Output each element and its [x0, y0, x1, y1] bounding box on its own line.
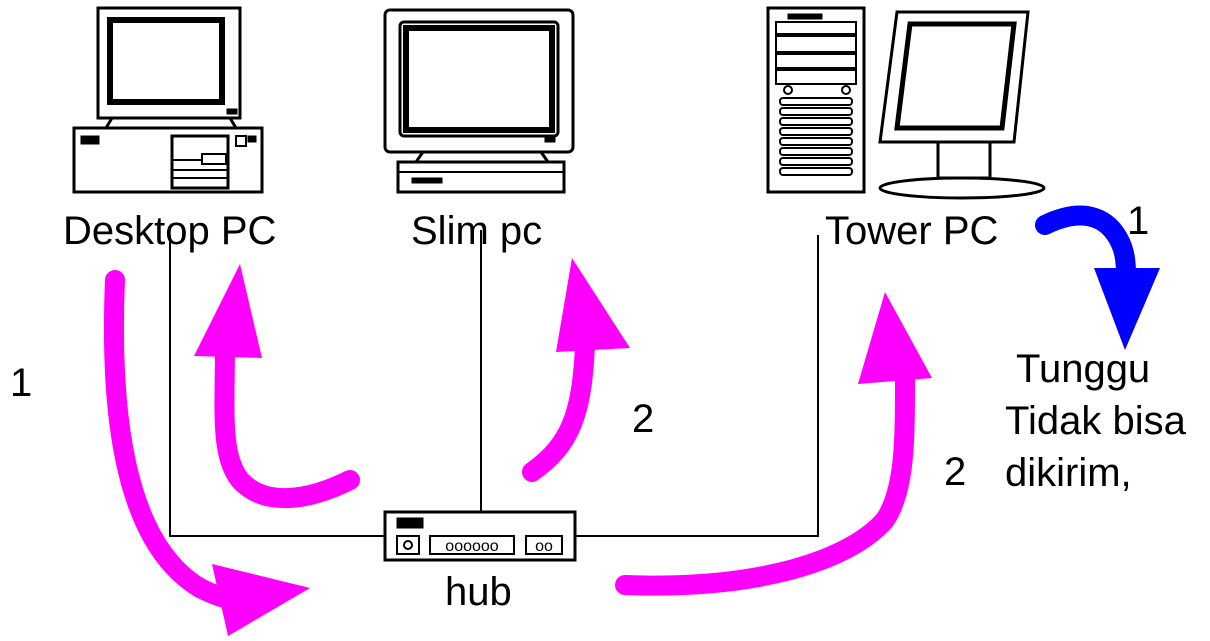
step-number-left: 1: [10, 361, 32, 405]
arrowhead-hub-to-desktop: [194, 264, 262, 358]
hub-icon: [383, 510, 577, 562]
step-number-tower: 1: [1127, 199, 1149, 243]
slim-pc-icon: [383, 8, 575, 194]
cable-desktop-hub: [169, 235, 385, 537]
note-line-3: dikirim,: [1005, 451, 1132, 495]
arrowhead-tower-wait: [1094, 268, 1160, 350]
arrow-hub-to-slim: [522, 335, 595, 482]
hub-port-label-left: oooooo: [445, 538, 498, 555]
desktop-pc-label: Desktop PC: [63, 209, 276, 253]
step-number-middle: 2: [632, 397, 654, 441]
arrow-hub-to-tower: [615, 370, 915, 596]
wait-arrow: [1035, 205, 1160, 350]
note-line-2: Tidak bisa: [1005, 399, 1187, 443]
step-number-right: 2: [944, 450, 966, 494]
note-line-1: Tunggu: [1016, 347, 1150, 391]
arrowhead-hub-to-tower: [858, 292, 932, 384]
arrow-hub-to-desktop: [214, 335, 360, 508]
tower-pc-label: Tower PC: [825, 209, 998, 253]
arrow-tower-wait: [1035, 205, 1136, 285]
tower-pc-icon: [766, 6, 1046, 200]
network-cables: [169, 230, 819, 537]
flow-arrows: [103, 258, 932, 636]
arrowhead-hub-to-slim: [556, 258, 630, 352]
hub-label: hub: [445, 570, 512, 614]
arrowhead-desktop-to-hub: [212, 564, 310, 636]
desktop-pc-icon: [72, 6, 264, 194]
wait-note: Tunggu Tidak bisa dikirim,: [1005, 347, 1187, 495]
cable-tower-hub: [575, 235, 819, 537]
slim-pc-label: Slim pc: [411, 209, 542, 253]
hub-port-label-right: oo: [535, 538, 553, 555]
